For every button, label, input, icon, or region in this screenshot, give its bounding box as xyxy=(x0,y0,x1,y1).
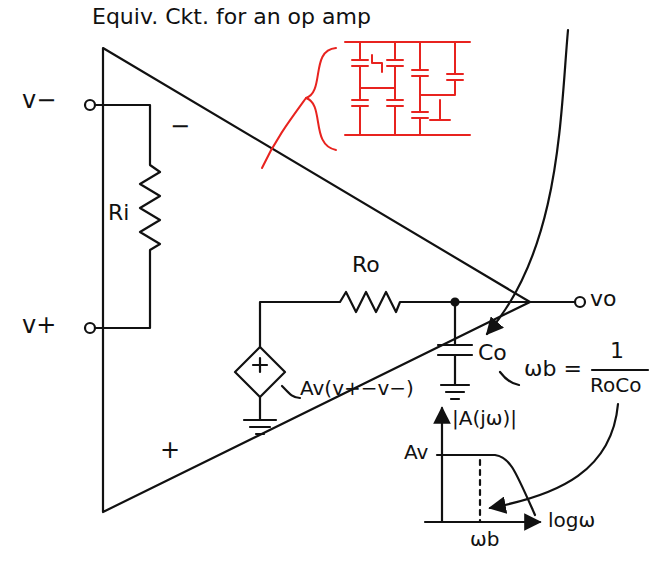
circuit-label: + xyxy=(160,436,180,465)
capacitor-symbol xyxy=(438,302,472,399)
leader-line xyxy=(282,386,300,398)
circuit-label: Av(v+−v−) xyxy=(300,376,414,400)
bode-curve xyxy=(442,455,535,515)
circuit-label: Ri xyxy=(108,200,129,226)
output-terminal xyxy=(575,297,585,307)
circuit-label: v+ xyxy=(22,311,56,340)
circuit-label: logω xyxy=(548,508,595,532)
circuit-label: Av xyxy=(404,440,428,464)
diagram-title: Equiv. Ckt. for an op amp xyxy=(92,4,371,30)
opamp-triangle xyxy=(103,48,530,512)
circuit-label: Co xyxy=(478,340,507,366)
input-resistor xyxy=(95,105,160,328)
circuit-label: Ro xyxy=(352,252,380,278)
polarity-mark xyxy=(253,358,267,372)
circuit-label: ωb = xyxy=(524,356,582,382)
circuit-label: v− xyxy=(22,86,56,115)
circuit-label: − xyxy=(170,112,190,141)
ground-symbol xyxy=(244,397,276,434)
input-terminal xyxy=(85,100,95,110)
circuit-label: |A(jω)| xyxy=(452,406,517,430)
circuit-label: 1 xyxy=(610,338,624,364)
transistor-sketch xyxy=(262,42,470,168)
x-axis xyxy=(425,521,540,523)
pointer-arrow xyxy=(487,30,568,334)
fraction-bar xyxy=(592,369,648,371)
input-terminal xyxy=(85,323,95,333)
output-wire xyxy=(530,301,575,303)
circuit-label: vo xyxy=(590,286,616,312)
corner-marker xyxy=(479,460,481,522)
output-resistor xyxy=(260,292,530,347)
leader-line xyxy=(500,372,519,385)
circuit-label: RoCo xyxy=(590,373,641,397)
circuit-label: ωb xyxy=(470,527,499,551)
y-axis xyxy=(441,408,443,522)
dependent-source xyxy=(235,347,285,397)
